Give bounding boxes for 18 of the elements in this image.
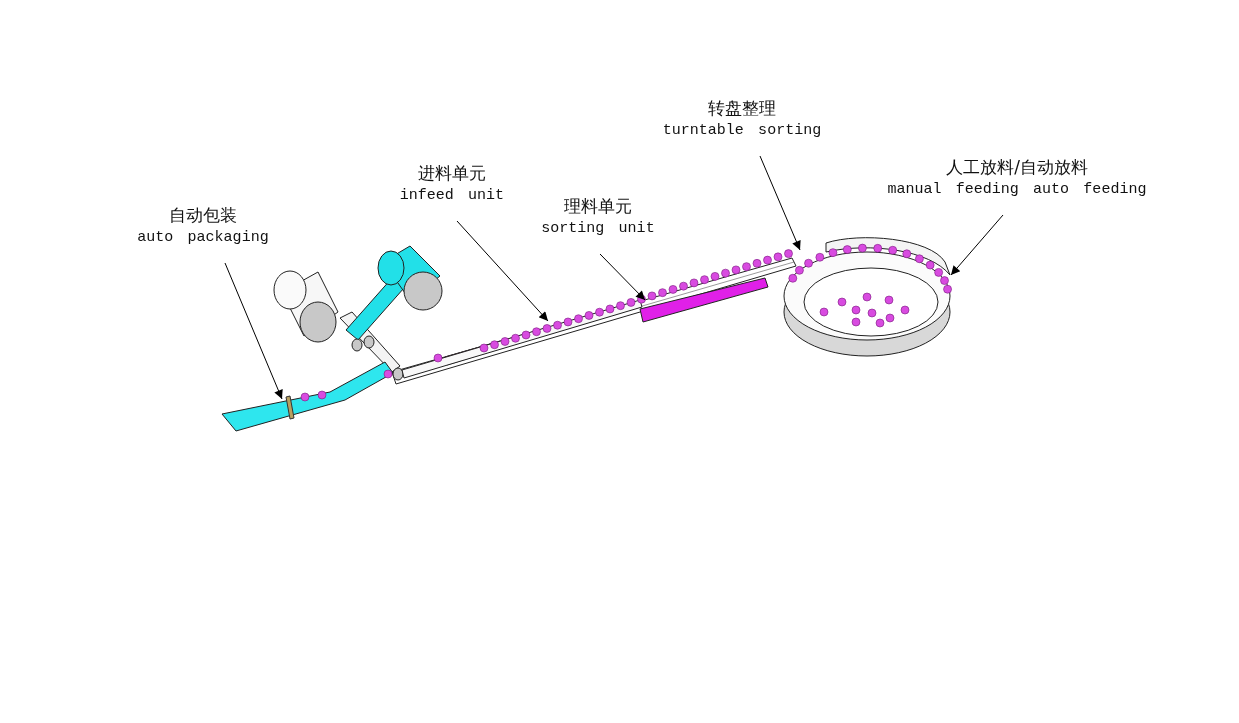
leader-arrow [599,253,646,301]
leader-arrow [759,155,801,251]
part-label-chinese: 自动包装 [169,204,237,227]
part-label-english: turntable sorting [662,121,822,141]
part-label-english: manual feeding auto feeding [887,180,1147,200]
part-label-chinese: 人工放料/自动放料 [946,156,1088,179]
turntable-bowl [783,251,951,357]
part-label-chinese: 进料单元 [418,162,486,185]
part-label-english: infeed unit [399,186,505,206]
part-label-chinese: 转盘整理 [708,97,776,120]
part-label-english: auto packaging [137,228,269,248]
part-label-english: sorting unit [541,219,655,239]
leader-arrow [224,262,283,400]
part-label-chinese: 理料单元 [564,195,632,218]
sorting-bar [639,277,769,323]
leader-arrow [950,214,1004,276]
leader-arrow [456,220,549,322]
packaging-belt [221,361,394,432]
